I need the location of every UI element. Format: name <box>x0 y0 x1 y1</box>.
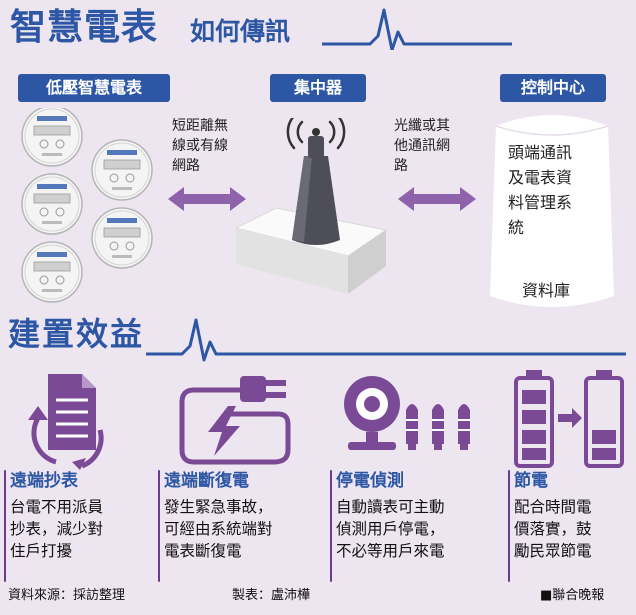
column-divider <box>4 470 6 582</box>
page-title: 智慧電表 <box>10 7 159 48</box>
concentrator-illustration <box>236 118 388 294</box>
source-credit: 資料來源：採訪整理 <box>8 588 126 603</box>
database-label: 資料庫 <box>522 281 571 300</box>
database-cylinder-icon <box>490 115 614 307</box>
meter-icon <box>91 207 153 269</box>
smart-meters-illustration <box>21 108 153 303</box>
meter-icon <box>21 108 83 167</box>
right-link-text: 光纖或其 他通訊網 路 <box>394 118 450 174</box>
benefit-title: 停電偵測 <box>336 471 404 491</box>
benefit-body: 自動讀表可主動 偵測用戶停電， 不必等用戶來電 <box>336 498 445 560</box>
power-plug-icon <box>179 376 291 465</box>
page-subtitle: 如何傳訊 <box>190 17 291 46</box>
control-system-text: 頭端通訊 及電表資 料管理系 統 <box>508 143 573 237</box>
meter-label: 低壓智慧電表 <box>18 74 170 102</box>
pulse-line-icon <box>322 8 512 50</box>
column-divider <box>508 470 510 582</box>
benefit-body: 配合時間電 價落實，鼓 勵民眾節電 <box>514 498 592 560</box>
hub-label: 集中器 <box>270 74 366 102</box>
double-arrow-icon <box>398 187 476 211</box>
author-credit: 製表：盧沛樺 <box>232 588 311 603</box>
left-link-text: 短距離無 線或有線 網路 <box>172 118 228 174</box>
double-arrow-icon <box>168 187 246 211</box>
meter-icon <box>21 241 83 303</box>
benefit-title: 節電 <box>514 471 548 491</box>
benefit-title: 遠端斷復電 <box>164 471 249 491</box>
meter-icon <box>21 173 83 235</box>
benefit-title: 遠端抄表 <box>10 471 78 491</box>
column-divider <box>330 470 332 582</box>
publisher-credit: ■聯合晚報 <box>540 588 605 603</box>
benefit-body: 台電不用派員 抄表，減少對 住戶打擾 <box>10 498 104 560</box>
benefits-title: 建置效益 <box>8 315 145 353</box>
meter-icon <box>91 139 153 201</box>
signal-icon <box>286 118 346 150</box>
battery-icon <box>514 370 624 468</box>
pulse-line-icon <box>146 318 626 362</box>
column-divider <box>158 470 160 582</box>
benefit-body: 發生緊急事故， 可經由系統端對 電表斷復電 <box>164 498 273 560</box>
camera-bulbs-icon <box>344 376 470 450</box>
document-cycle-icon <box>28 374 104 470</box>
control-label: 控制中心 <box>500 74 606 102</box>
